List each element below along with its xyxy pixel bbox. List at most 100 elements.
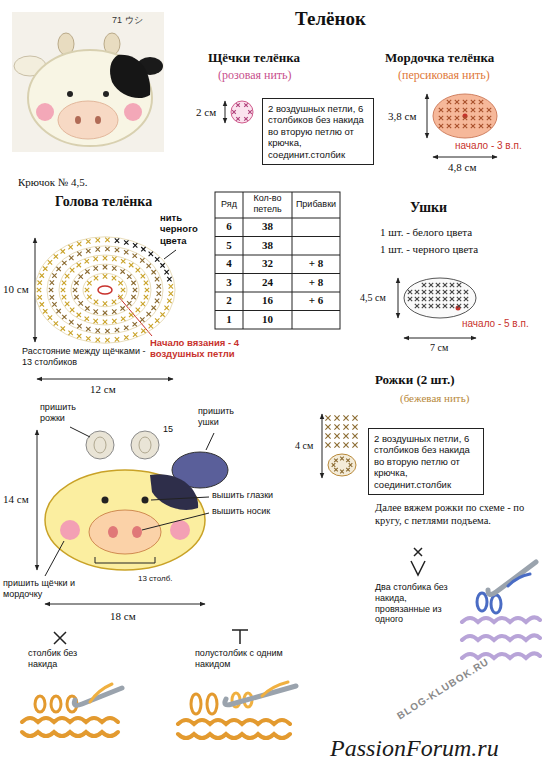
stitch-mark (471, 100, 475, 104)
stitch-mark (87, 295, 91, 299)
stitch-mark (86, 327, 90, 331)
stitch-mark (155, 257, 159, 261)
stitch-mark (68, 331, 72, 335)
hook-illustration (74, 688, 122, 705)
stitch-mark (429, 304, 433, 308)
stitch-mark (447, 124, 451, 128)
round-line (83, 273, 127, 306)
hook-illustration (22, 732, 118, 736)
stitch-mark (340, 470, 344, 474)
assembly-drawing (37, 427, 228, 604)
symbol-legend: Два столбика без накида, провязанные из … (375, 582, 457, 625)
stitch-mark (136, 308, 140, 312)
ear-chart (404, 278, 476, 318)
hook-illustration (22, 718, 118, 722)
dimension: 4,5 см (360, 292, 386, 304)
stitch-mark (124, 326, 128, 330)
photo-number: 71 ウシ (112, 15, 143, 26)
stitch-mark (343, 424, 348, 429)
stitch-mark (54, 254, 58, 258)
callout: пришить щёчки и мордочку (3, 578, 95, 600)
stitch-mark (236, 103, 240, 107)
stitch-mark (112, 276, 116, 280)
cow-photo (28, 50, 152, 146)
assembly-drawing (60, 520, 80, 540)
stitch-mark (49, 288, 53, 292)
stitch-mark (140, 317, 144, 321)
stitch-mark (334, 433, 339, 438)
stitch-mark (146, 312, 150, 316)
stitch-mark (164, 270, 168, 274)
dimension: 12 см (90, 383, 116, 396)
stitch-mark (131, 295, 135, 299)
table-cell: 24 (243, 276, 292, 289)
stitch-mark (86, 336, 90, 340)
stitch-mark (77, 252, 81, 256)
stitch-mark (334, 468, 338, 472)
stitch-mark (61, 326, 65, 330)
stitch-mark (121, 317, 125, 321)
hook-illustration (262, 682, 288, 696)
stitch-mark (133, 322, 137, 326)
stitch-mark (447, 116, 451, 120)
stitch-mark (73, 288, 77, 292)
cow-photo (36, 103, 54, 121)
stitch-mark (40, 273, 44, 277)
instruction-text: 2 воздушных петли, 6 столбиков без накид… (268, 103, 368, 160)
stitch-mark (115, 328, 119, 332)
assembly-drawing (95, 557, 155, 563)
callout: пришить рожки (40, 402, 95, 424)
cow-photo (67, 91, 73, 97)
cow-photo (110, 55, 150, 98)
instruction-box: 2 воздушных петли, 6 столбиков без накид… (368, 428, 484, 495)
watermark: PassionForum.ru (330, 734, 499, 763)
stitch-mark (471, 108, 475, 112)
stitch-mark (429, 283, 433, 287)
stitch-mark (77, 313, 81, 317)
dimension: 13 столб. (138, 574, 172, 584)
stitch-mark (151, 306, 155, 310)
stitch-mark (62, 281, 66, 285)
stitch-mark (443, 297, 447, 301)
stitch-mark (74, 295, 78, 299)
stitch-mark (325, 442, 330, 447)
hook-illustration (477, 593, 487, 611)
stitch-mark (79, 274, 83, 278)
stitch-mark (443, 290, 447, 294)
dimension: 3,8 см (388, 110, 416, 123)
stitch-mark (236, 117, 240, 121)
stitch-mark (118, 281, 122, 285)
stitch-mark (455, 116, 459, 120)
assembly-drawing (89, 510, 161, 554)
stitch-mark (124, 240, 128, 244)
stitch-mark (96, 338, 100, 342)
stitch-mark (112, 266, 116, 270)
ear-chart (404, 338, 476, 339)
callout: вышить глазки (212, 490, 273, 501)
stitch-mark (65, 274, 69, 278)
hook-illustration (491, 595, 501, 613)
stitch-mark (439, 124, 443, 128)
stitch-mark (149, 324, 153, 328)
assembly-drawing (206, 433, 214, 450)
muzzle-chart (433, 157, 497, 158)
stitch-mark (157, 284, 161, 288)
cow-photo (12, 12, 164, 152)
stitch-mark (145, 288, 149, 292)
stitch-mark (62, 261, 66, 265)
assembly-drawing (45, 604, 205, 605)
stitch-symbol (54, 632, 66, 644)
stitch-mark (248, 110, 252, 114)
stitch-mark (436, 297, 440, 301)
table-cell: 5 (215, 239, 243, 252)
stitch-mark (160, 312, 164, 316)
table-cell: 4 (215, 257, 243, 270)
stitch-mark (146, 264, 150, 268)
stitch-mark (439, 108, 443, 112)
assembly-drawing (142, 497, 149, 504)
stitch-mark (422, 297, 426, 301)
stitch-mark (160, 263, 164, 267)
cow-photo (12, 12, 164, 152)
table-cell: 3 (215, 276, 243, 289)
assembly-drawing (70, 427, 90, 437)
